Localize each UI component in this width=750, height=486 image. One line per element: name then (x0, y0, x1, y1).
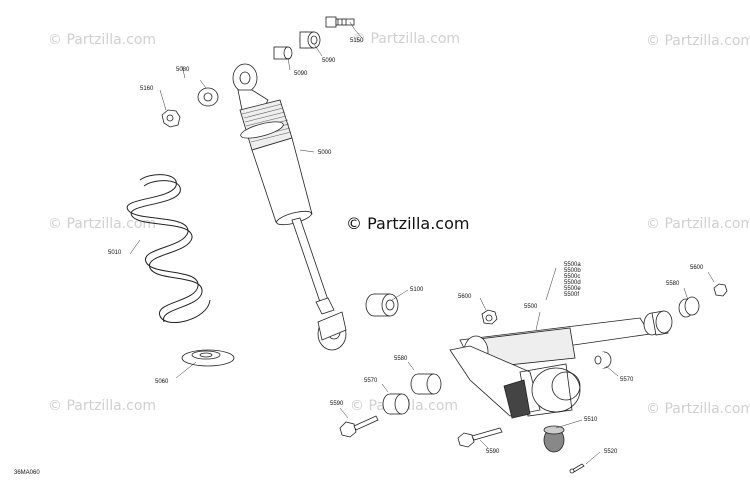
diagram-reference-code: 36MA060 (14, 470, 40, 476)
sleeve-5580-far-icon[interactable] (678, 296, 700, 318)
watermark-mid-right: © Partzilla.com (646, 216, 750, 232)
callout-5570-left[interactable]: 5570 (364, 378, 378, 384)
bolt-5150-icon[interactable] (325, 16, 355, 28)
spacer-5090-icon[interactable] (273, 46, 293, 60)
washer-5080-icon[interactable] (197, 87, 219, 107)
watermark-mid-left: © Partzilla.com (48, 216, 157, 232)
watermark-bottom-left: © Partzilla.com (48, 398, 157, 414)
callout-5080[interactable]: 5080 (176, 67, 190, 73)
bolt-5590-bottom-icon[interactable] (457, 427, 503, 448)
bushing-5570-right-icon[interactable] (594, 351, 612, 369)
bushing-5570-left-icon[interactable] (382, 393, 410, 415)
nut-5160-icon[interactable] (161, 109, 181, 128)
sleeve-5580-right-icon[interactable] (643, 310, 673, 336)
callout-5500[interactable]: 5500 (524, 304, 538, 310)
callout-5590-left[interactable]: 5590 (330, 401, 344, 407)
screw-5520-icon[interactable] (569, 463, 585, 474)
sleeve-5580-left-icon[interactable] (410, 373, 442, 395)
spring-seat-5060-icon[interactable] (181, 349, 235, 367)
callout-5160[interactable]: 5160 (140, 86, 154, 92)
callout-5520[interactable]: 5520 (604, 449, 618, 455)
watermark-top-right: © Partzilla.com (646, 33, 750, 49)
callout-5510[interactable]: 5510 (584, 417, 598, 423)
watermark-top-left: © Partzilla.com (48, 32, 157, 48)
nut-5600-upper-icon[interactable] (481, 309, 498, 325)
callout-5000[interactable]: 5000 (318, 150, 332, 156)
shock-absorber-5000-icon[interactable] (232, 63, 347, 351)
adjuster-knob-5510-icon[interactable] (543, 425, 565, 453)
callout-5580-left[interactable]: 5580 (394, 356, 408, 362)
shock-assembly-5500-icon[interactable] (449, 317, 651, 419)
bushing-5100-icon[interactable] (365, 293, 399, 317)
callout-5100[interactable]: 5100 (410, 287, 424, 293)
callout-5090-upper[interactable]: 5090 (322, 58, 336, 64)
callout-5500-variants[interactable]: 5500a 5500b 5500c 5500d 5500e 5500f (564, 262, 581, 298)
callout-5590-bottom[interactable]: 5590 (486, 449, 500, 455)
spring-5010-icon[interactable] (126, 174, 211, 324)
watermark-center: © Partzilla.com (346, 214, 470, 233)
bolt-5590-left-icon[interactable] (339, 415, 379, 438)
watermark-bottom-right: © Partzilla.com (646, 401, 750, 417)
callout-5580-right[interactable]: 5580 (666, 281, 680, 287)
callout-5600-upper[interactable]: 5600 (458, 294, 472, 300)
callout-5060[interactable]: 5060 (155, 379, 169, 385)
callout-5010[interactable]: 5010 (108, 250, 122, 256)
callout-5600-right[interactable]: 5600 (690, 265, 704, 271)
leader-lines (129, 21, 715, 465)
nut-5600-right-icon[interactable] (713, 283, 728, 297)
callout-5150[interactable]: 5150 (350, 38, 364, 44)
watermark-top-center: © Partzilla.com (352, 31, 461, 47)
bushing-5090-icon[interactable] (299, 31, 321, 49)
callout-5090-lower[interactable]: 5090 (294, 71, 308, 77)
callout-5570-right[interactable]: 5570 (620, 377, 634, 383)
